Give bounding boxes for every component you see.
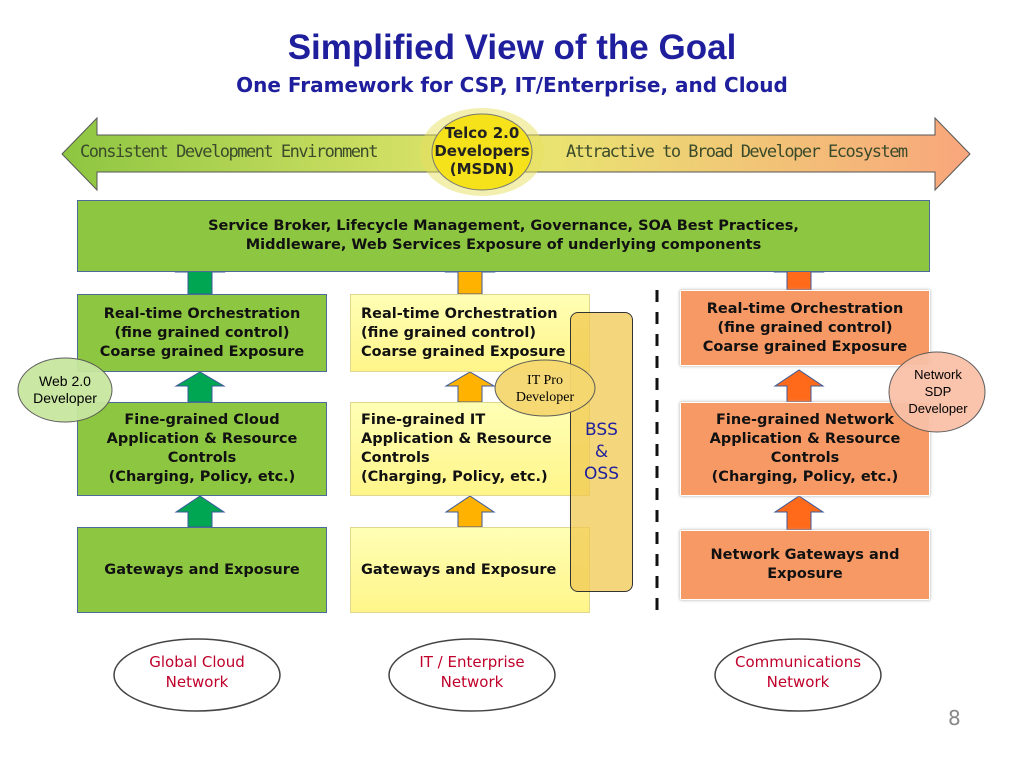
bss-oss-box: BSS & OSS [570,312,633,592]
network-gateways-box: Network Gateways and Exposure [680,530,930,600]
global-cloud-network-label: Global Cloud Network [149,653,245,691]
slide-subtitle: One Framework for CSP, IT/Enterprise, an… [236,73,788,97]
itpro-cloud [494,359,596,417]
network-orchestration-box: Real-time Orchestration (fine grained co… [680,290,930,366]
cloud-orchestration-box: Real-time Orchestration (fine grained co… [77,294,327,372]
sdp-cloud [888,351,986,433]
global-cloud-shape [113,638,281,712]
network-controls-box: Fine-grained Network Application & Resou… [680,402,930,496]
communications-network-label: Communications Network [734,653,862,691]
web20-developer-label: Web 2.0 Developer [33,373,97,406]
web20-cloud [17,357,113,423]
sdp-developer-label: Network SDP Developer [908,367,968,416]
it-orchestration-box: Real-time Orchestration (fine grained co… [350,294,590,372]
it-controls-box: Fine-grained IT Application & Resource C… [350,402,590,496]
page-number: 8 [948,706,961,730]
service-broker-box: Service Broker, Lifecycle Management, Go… [77,200,930,272]
comms-cloud-shape [714,638,882,712]
it-cloud-shape [388,638,556,712]
cloud-controls-box: Fine-grained Cloud Application & Resourc… [77,402,327,496]
it-enterprise-network-label: IT / Enterprise Network [419,653,525,691]
cloud-gateways-box: Gateways and Exposure [77,527,327,613]
banner-right-text: Attractive to Broad Developer Ecosystem [566,142,908,162]
slide-title: Simplified View of the Goal [287,28,737,67]
telco-developers-label: Telco 2.0 Developers (MSDN) [434,124,530,178]
up-arrows [174,255,825,531]
itpro-developer-label: IT Pro Developer [515,373,575,405]
telco-cloud-shape [420,108,544,196]
it-gateways-box: Gateways and Exposure [350,527,590,613]
banner-left-text: Consistent Development Environment [80,142,379,162]
